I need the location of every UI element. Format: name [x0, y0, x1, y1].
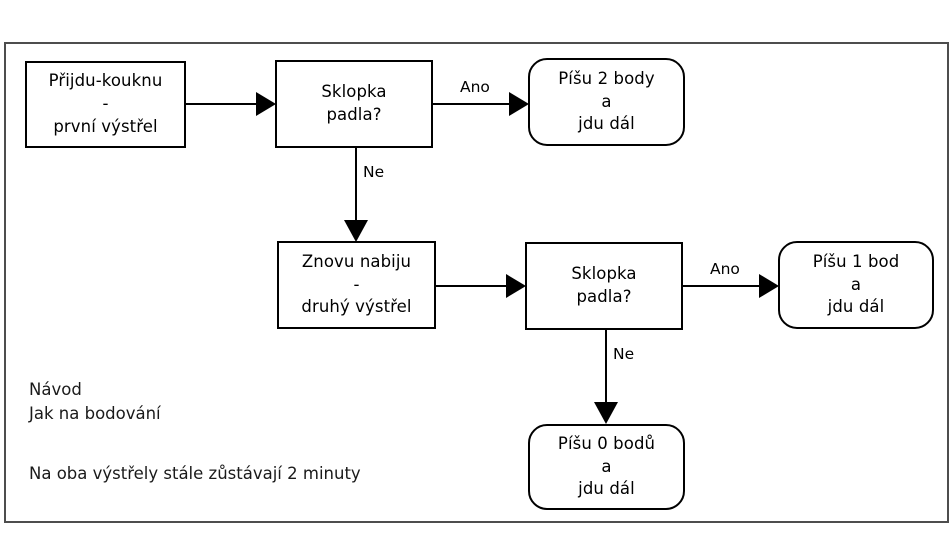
edge-label-ano-top: Ano: [460, 78, 490, 96]
node-reload[interactable]: Znovu nabiju - druhý výstřel: [277, 241, 436, 329]
node-decision1[interactable]: Sklopka padla?: [275, 60, 433, 148]
node-start-line-2: -: [102, 94, 109, 114]
node-start-line-3: první výstřel: [53, 116, 158, 136]
edge-label-ne-top: Ne: [363, 163, 385, 181]
node-decision2-line-1: Sklopka: [571, 264, 637, 284]
note-title-line-2: Jak na bodování: [29, 404, 161, 423]
node-decision2[interactable]: Sklopka padla?: [525, 242, 683, 330]
edge-label-ne-mid: Ne: [613, 345, 635, 363]
node-result-1-point[interactable]: Píšu 1 bod a jdu dál: [778, 241, 934, 329]
edge-label-ano-mid: Ano: [710, 260, 740, 278]
node-start[interactable]: Přijdu-kouknu - první výstřel: [25, 61, 186, 148]
node-result-2-points-line-2: a: [601, 91, 612, 111]
node-reload-line-2: -: [353, 274, 360, 294]
node-result-2-points-line-3: jdu dál: [578, 114, 635, 134]
node-result-0-points-line-2: a: [601, 456, 612, 476]
node-decision1-line-1: Sklopka: [321, 82, 387, 102]
node-result-1-point-line-1: Píšu 1 bod: [812, 251, 900, 271]
node-result-0-points-line-1: Píšu 0 bodů: [557, 433, 656, 453]
node-result-0-points-line-3: jdu dál: [578, 479, 635, 499]
node-result-1-point-line-2: a: [850, 274, 862, 294]
note-title-line-1: Návod: [29, 380, 82, 399]
node-result-1-point-line-3: jdu dál: [827, 297, 885, 317]
node-result-2-points[interactable]: Píšu 2 body a jdu dál: [528, 58, 685, 146]
node-reload-line-1: Znovu nabiju: [301, 251, 412, 271]
node-decision2-line-2: padla?: [576, 287, 632, 306]
node-reload-line-3: druhý výstřel: [301, 297, 412, 317]
node-result-0-points[interactable]: Píšu 0 bodů a jdu dál: [528, 424, 685, 510]
note-footer: Na oba výstřely stále zůstávají 2 minuty: [29, 464, 361, 483]
node-start-line-1: Přijdu-kouknu: [48, 71, 163, 91]
node-result-2-points-line-1: Píšu 2 body: [558, 68, 655, 88]
node-decision1-line-2: padla?: [326, 105, 382, 124]
